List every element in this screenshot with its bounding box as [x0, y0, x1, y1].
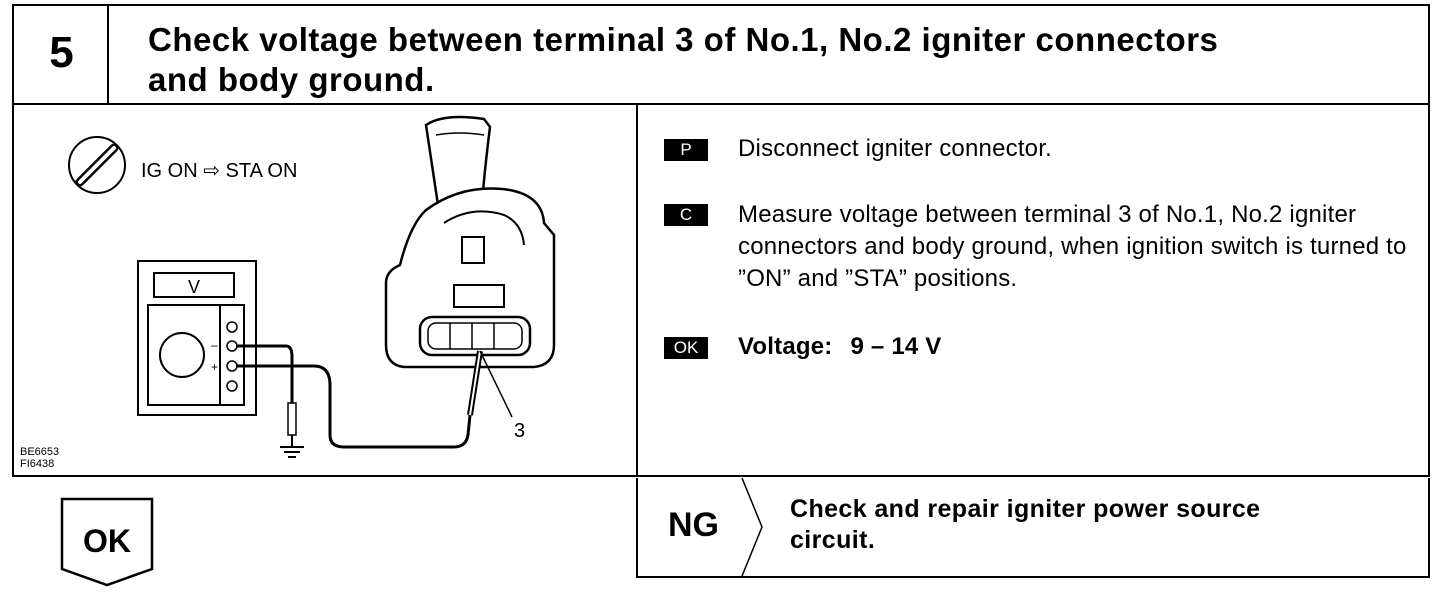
spec-line: Voltage: 9 – 14 V — [738, 331, 942, 363]
diagram-illustration: IG ON ⇨ STA ON V – + — [20, 115, 556, 470]
meter-unit-label: V — [188, 277, 200, 297]
ok-result-label: OK — [83, 523, 131, 559]
wiring-diagram: IG ON ⇨ STA ON V – + — [14, 105, 636, 477]
step-title: Check voltage between terminal 3 of No.1… — [148, 21, 1219, 98]
ground-symbol-icon — [280, 402, 304, 458]
ok-tag: OK — [664, 337, 708, 359]
ok-result-badge[interactable]: OK — [60, 497, 156, 594]
ignition-key-icon — [68, 136, 126, 194]
step-number: 5 — [49, 28, 74, 77]
minus-terminal-label: – — [211, 338, 218, 352]
positive-lead — [236, 364, 472, 449]
check-instruction: Measure voltage between terminal 3 of No… — [738, 201, 1407, 292]
step-header: 5 Check voltage between terminal 3 of No… — [12, 4, 1430, 105]
prep-instruction: Disconnect igniter connector. — [738, 135, 1052, 162]
spec-value: 9 – 14 V — [850, 333, 942, 360]
step-content: IG ON ⇨ STA ON V – + — [12, 103, 1430, 477]
ng-result-box[interactable]: NG Check and repair igniter power source… — [636, 478, 1430, 578]
column-divider — [636, 105, 638, 477]
step-number-cell: 5 — [14, 6, 109, 103]
check-tag: C — [664, 204, 708, 226]
igniter-connector — [384, 115, 556, 369]
chevron-right-icon — [741, 478, 763, 576]
prep-tag: P — [664, 139, 708, 161]
meter-dial — [159, 332, 205, 378]
ng-result-label: NG — [668, 506, 719, 544]
figure-code-2: FI6438 — [20, 458, 54, 470]
figure-code-1: BE6653 — [20, 446, 59, 458]
voltmeter: V – + — [137, 260, 257, 416]
terminal-3-label: 3 — [514, 420, 525, 442]
plus-terminal-label: + — [211, 360, 218, 374]
ignition-label: IG ON ⇨ STA ON — [141, 160, 297, 182]
ground-lead — [236, 344, 294, 403]
ng-action-text: Check and repair igniter power source ci… — [790, 495, 1261, 554]
spec-label: Voltage: — [738, 333, 833, 360]
